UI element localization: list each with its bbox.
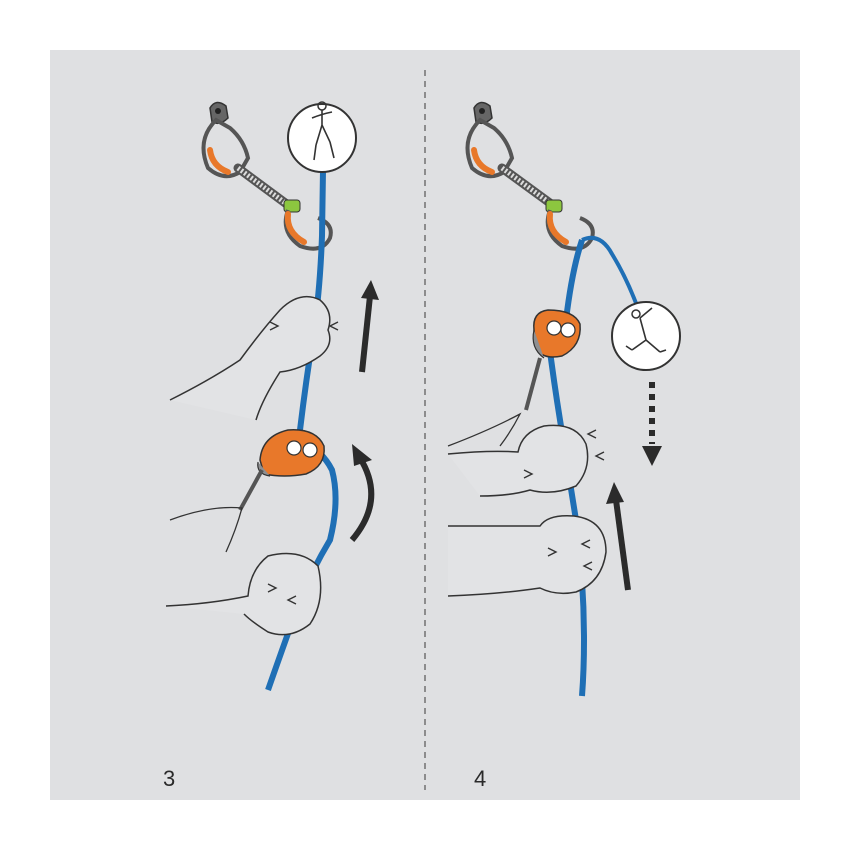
step-4-panel [447, 101, 681, 697]
step-number-4: 4 [474, 766, 487, 791]
hand-icon [447, 514, 607, 597]
falling-climber-icon [611, 301, 681, 371]
up-arrow [606, 482, 631, 591]
belay-device-icon [169, 429, 325, 553]
down-dashed-arrow [642, 382, 662, 466]
rope-lower [543, 319, 588, 697]
rope-to-climber [581, 235, 642, 315]
hand-icon [447, 424, 605, 497]
step-3-panel [165, 101, 379, 691]
climbing-icon [287, 101, 357, 173]
step-number-3: 3 [163, 766, 176, 791]
up-arrow [359, 280, 379, 373]
hand-icon [165, 552, 322, 636]
curved-arrow [349, 444, 375, 542]
belay-device-icon [447, 309, 581, 447]
quickdraw-icon [465, 117, 595, 251]
hand-icon [169, 295, 339, 421]
rope-lower [265, 437, 339, 691]
